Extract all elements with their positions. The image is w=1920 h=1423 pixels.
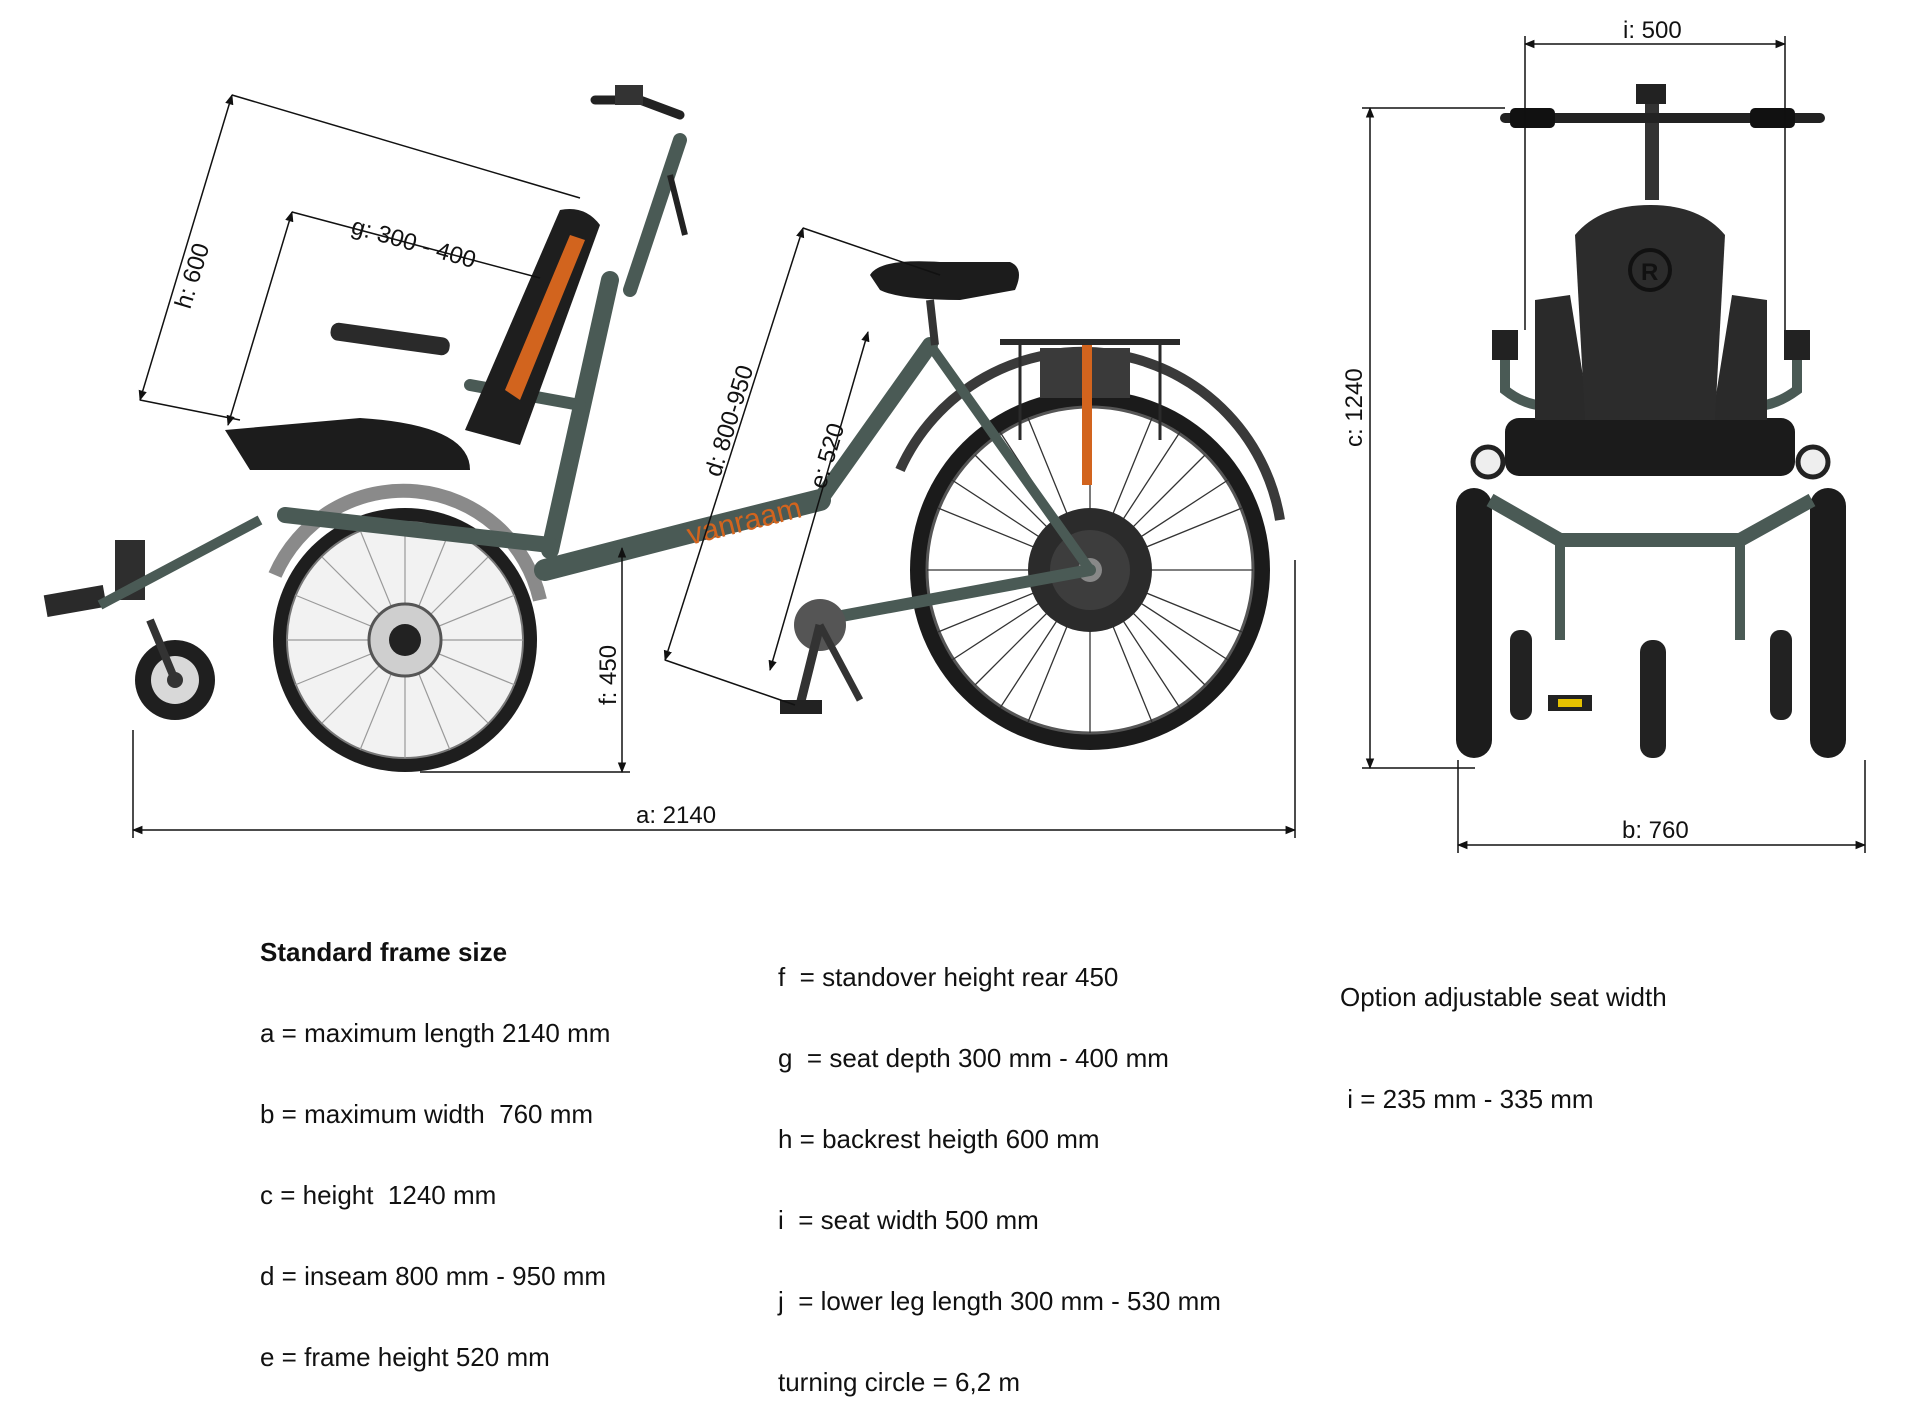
front-view-bike: R — [1456, 84, 1846, 758]
center-wheel — [1640, 640, 1666, 758]
spec-line: b = maximum width 760 mm — [260, 1099, 594, 1129]
right-wheel — [1810, 488, 1846, 758]
dim-label-d: d: 800-950 — [700, 362, 759, 480]
handlebar — [590, 85, 688, 236]
spec-line: d = inseam 800 mm - 950 mm — [260, 1261, 607, 1291]
seat-logo-badge — [1628, 248, 1672, 292]
spec-title-option: Option adjustable seat width — [1340, 982, 1667, 1012]
spec-column-extra: f = standover height rear 450 g = seat d… — [778, 910, 1221, 1423]
front-view-dimensions — [1362, 36, 1867, 853]
spec-column-option: Option adjustable seat width i = 235 mm … — [1340, 912, 1667, 1150]
footrest — [43, 515, 263, 618]
side-view-dimensions — [131, 93, 1297, 838]
luggage-rack — [1000, 339, 1180, 485]
rider-saddle — [870, 261, 1019, 346]
passenger-seat — [225, 209, 600, 470]
spec-line: g = seat depth 300 mm - 400 mm — [778, 1043, 1169, 1073]
spec-line: h = backrest heigth 600 mm — [778, 1124, 1100, 1154]
front-wheel — [268, 483, 547, 772]
side-view-bike: vanraam — [43, 85, 1285, 772]
spec-line: i = seat width 500 mm — [778, 1205, 1039, 1235]
seat-logo: R — [1641, 259, 1658, 286]
spec-line: turning circle = 6,2 m — [778, 1367, 1021, 1397]
spec-line: a = maximum length 2140 mm — [260, 1018, 611, 1048]
spec-column-standard: Standard frame size a = maximum length 2… — [260, 885, 610, 1398]
left-wheel — [1456, 488, 1492, 758]
spec-line: j = lower leg length 300 mm - 530 mm — [778, 1286, 1221, 1316]
front-seat-cushion — [1505, 418, 1795, 476]
spec-line: e = frame height 520 mm — [260, 1342, 550, 1372]
dim-label-i: i: 500 — [1623, 17, 1682, 44]
right-caster — [1770, 630, 1792, 720]
dim-label-c: c: 1240 — [1341, 368, 1368, 447]
dim-label-a: a: 2140 — [636, 802, 716, 829]
spec-line: c = height 1240 mm — [260, 1180, 497, 1210]
spec-line: i = 235 mm - 335 mm — [1340, 1084, 1594, 1114]
front-caster-wheel — [135, 618, 215, 720]
technical-drawing: vanraam — [43, 17, 1867, 853]
spec-line: f = standover height rear 450 — [778, 962, 1119, 992]
left-caster — [1510, 630, 1532, 720]
dim-label-b: b: 760 — [1622, 817, 1689, 844]
front-backrest — [1575, 205, 1725, 420]
dim-label-g: g: 300 - 400 — [348, 213, 479, 274]
spec-title-standard: Standard frame size — [260, 937, 508, 967]
dim-label-f: f: 450 — [595, 645, 622, 705]
